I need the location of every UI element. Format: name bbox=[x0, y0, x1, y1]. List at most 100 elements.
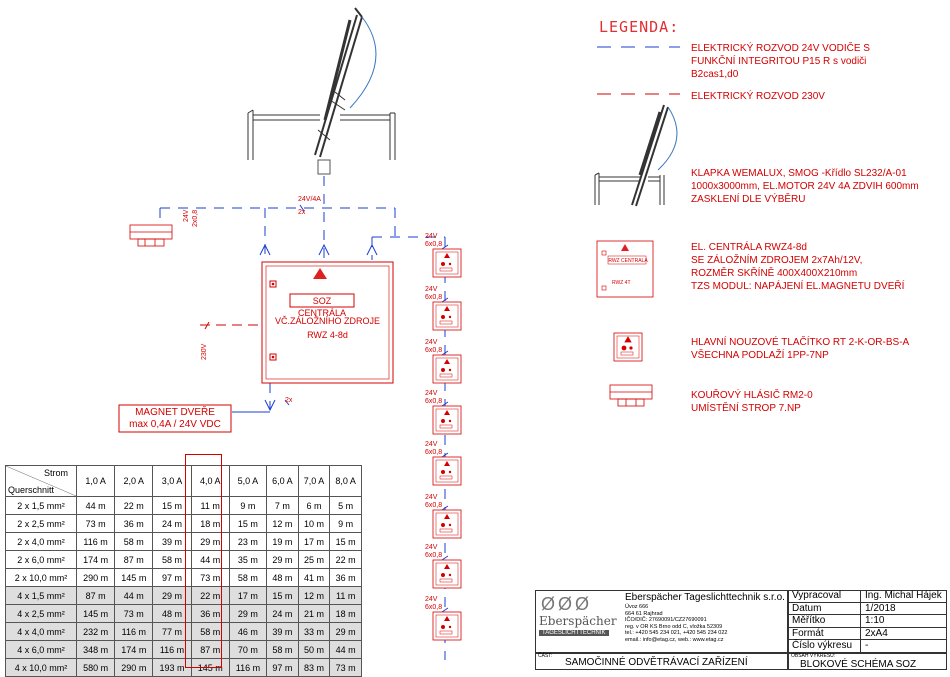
title-field-value: - bbox=[865, 640, 869, 652]
table-cell: 58 m bbox=[266, 640, 299, 659]
table-row-label: 2 x 10,0 mm² bbox=[5, 568, 77, 587]
table-cell: 22 m bbox=[114, 496, 154, 515]
content-label: OBSAH VÝKRESU: bbox=[791, 653, 836, 659]
pushbutton-cable-label: 24V bbox=[425, 441, 438, 448]
pushbutton-symbol bbox=[432, 248, 462, 278]
table-cell: 73 m bbox=[114, 604, 154, 623]
pushbutton-cable-sub-label: 6x0,8 bbox=[425, 294, 443, 301]
table-cell: 97 m bbox=[266, 658, 299, 677]
company-name: Eberspächer Tageslichttechnik s.r.o. bbox=[625, 592, 785, 603]
pushbutton-column bbox=[432, 248, 462, 641]
table-corner-bottom: Querschnitt bbox=[8, 485, 55, 495]
table-cell: 58 m bbox=[114, 532, 154, 551]
title-field-label: Vypracoval bbox=[792, 590, 842, 601]
table-cell: 174 m bbox=[75, 550, 116, 569]
pushbutton-symbol bbox=[432, 559, 462, 589]
pushbutton-cable-sub-label: 6x0,8 bbox=[425, 347, 443, 354]
pushbutton-symbol bbox=[432, 301, 462, 331]
table-cell: 15 m bbox=[266, 586, 299, 605]
opening-arc bbox=[349, 16, 377, 109]
logo-mark: ØØØ bbox=[541, 594, 593, 614]
table-cell: 17 m bbox=[297, 532, 331, 551]
magnet-cable-label: 2x bbox=[285, 397, 293, 404]
pushbutton-cable-sub-label: 6x0,8 bbox=[425, 552, 443, 559]
title-block: ØØØ Eberspächer TAGESLICHTTECHNIK Ebersp… bbox=[535, 590, 947, 670]
central-line3: RWZ 4-8d bbox=[307, 330, 348, 340]
table-cell: 15 m bbox=[329, 532, 362, 551]
pushbutton-cable-label: 24V bbox=[425, 339, 438, 346]
central-box-indicator-bottom bbox=[269, 353, 277, 361]
part-value: SAMOČINNÉ ODVĚTRÁVACÍ ZAŘÍZENÍ bbox=[565, 657, 748, 668]
pushbutton-cable-label: 24V bbox=[425, 544, 438, 551]
title-field-value: 2xA4 bbox=[865, 627, 888, 639]
title-field-divider bbox=[860, 602, 861, 616]
pushbutton-symbol bbox=[432, 456, 462, 486]
central-box-outer bbox=[261, 261, 394, 384]
legend-item-window: KLAPKA WEMALUX, SMOG -Křídlo SL232/A-01 … bbox=[691, 168, 919, 205]
table-column-header: 2,0 A bbox=[114, 465, 154, 497]
central-title: SOZ CENTRÁLA bbox=[297, 296, 346, 318]
table-cell: 18 m bbox=[329, 604, 362, 623]
table-cell: 19 m bbox=[266, 532, 299, 551]
title-field-divider bbox=[860, 615, 861, 628]
table-column-header: 8,0 A bbox=[329, 465, 362, 497]
table-cell: 11 m bbox=[329, 586, 362, 605]
pushbutton-cable-label: 24V bbox=[425, 390, 438, 397]
legend-title: LEGENDA: bbox=[599, 18, 680, 36]
table-cell: 70 m bbox=[228, 640, 268, 659]
smoke-detector-symbol bbox=[129, 224, 173, 247]
address-line: email.: info@etag.cz, web.: www.etag.cz bbox=[625, 636, 724, 643]
table-cell: 6 m bbox=[297, 496, 331, 515]
central-box-indicator-top bbox=[269, 280, 277, 288]
detector-cable-sub-label: 2x0,8 bbox=[192, 209, 199, 227]
table-column-header: 1,0 A bbox=[75, 465, 116, 497]
pushbutton-symbol bbox=[432, 354, 462, 384]
table-cell: 29 m bbox=[329, 622, 362, 641]
table-cell: 48 m bbox=[266, 568, 299, 587]
table-cell: 73 m bbox=[75, 514, 116, 533]
table-cell: 23 m bbox=[228, 532, 268, 551]
central-warning-triangle bbox=[313, 268, 327, 279]
pushbutton-cable-label: 24V bbox=[425, 494, 438, 501]
cable-ticks bbox=[284, 204, 449, 613]
pushbutton-cable-sub-label: 6x0,8 bbox=[425, 241, 443, 248]
title-field-row bbox=[788, 590, 947, 603]
pushbutton-cable-label: 24V bbox=[425, 286, 438, 293]
legend-central-icon-text: RWZ CENTRALA bbox=[608, 258, 648, 264]
title-field-value: Ing. Michal Hájek bbox=[865, 590, 942, 601]
table-cell: 41 m bbox=[297, 568, 331, 587]
company-cell bbox=[535, 590, 788, 653]
table-column-header: 5,0 A bbox=[228, 465, 268, 497]
title-field-row bbox=[788, 628, 947, 641]
legend-item-pushbutton: HLAVNÍ NOUZOVÉ TLAČÍTKO RT 2-K-OR-BS-A V… bbox=[691, 337, 910, 361]
table-cell: 22 m bbox=[329, 550, 362, 569]
table-row-label: 4 x 6,0 mm² bbox=[5, 640, 77, 659]
title-field-label: Datum bbox=[792, 602, 822, 614]
table-cell: 44 m bbox=[75, 496, 116, 515]
table-cell: 9 m bbox=[228, 496, 268, 515]
table-row-label: 2 x 1,5 mm² bbox=[5, 496, 77, 515]
table-cell: 46 m bbox=[228, 622, 268, 641]
pushbutton-cable-sub-label: 6x0,8 bbox=[425, 604, 443, 611]
title-field-value: 1:10 bbox=[865, 615, 885, 627]
pushbutton-symbol bbox=[432, 509, 462, 539]
title-field-value: 1/2018 bbox=[865, 602, 896, 614]
table-cell: 29 m bbox=[228, 604, 268, 623]
title-field-row bbox=[788, 603, 947, 616]
title-field-label: Číslo výkresu bbox=[792, 640, 853, 652]
pushbutton-cable-sub-label: 6x0,8 bbox=[425, 449, 443, 456]
pushbutton-symbol bbox=[432, 405, 462, 435]
table-cell: 87 m bbox=[114, 550, 154, 569]
title-field-row bbox=[788, 615, 947, 628]
title-field-label: Formát bbox=[792, 627, 824, 639]
table-cell: 116 m bbox=[228, 658, 268, 677]
table-cell: 50 m bbox=[297, 640, 331, 659]
title-field-label: Měřítko bbox=[792, 615, 826, 627]
table-cell: 39 m bbox=[266, 622, 299, 641]
magnet-line2: max 0,4A / 24V VDC bbox=[129, 419, 221, 430]
